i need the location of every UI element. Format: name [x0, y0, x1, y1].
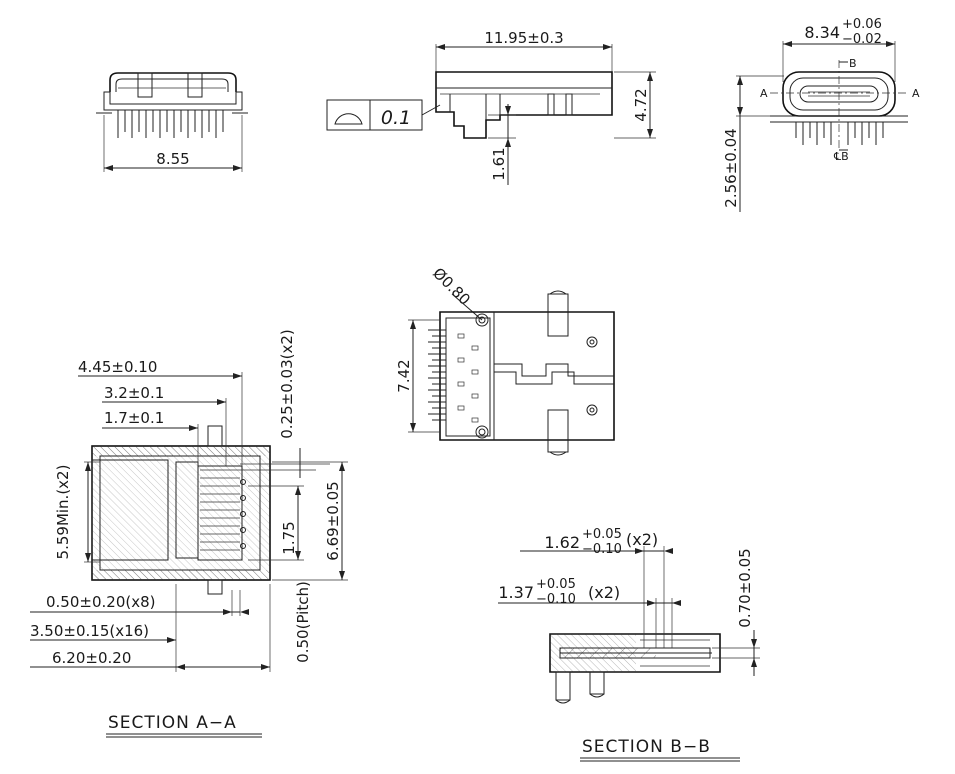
dim-4-45: 4.45±0.10 [78, 358, 157, 376]
flatness-tolerance-frame: 0.1 [326, 99, 441, 131]
dim-5-59: 5.59Min.(x2) [54, 465, 72, 560]
dim-3-50: 3.50±0.15(x16) [30, 622, 149, 640]
flatness-value: 0.1 [381, 107, 411, 129]
dim-1-62-lower: −0.10 [582, 542, 622, 557]
height-dimension-front: 2.56±0.04 [722, 128, 740, 207]
dim-0-25: 0.25±0.03(x2) [278, 329, 296, 439]
section-a-a: 4.45±0.10 3.2±0.1 1.7±0.1 5.59Min.(x2) 0… [30, 329, 348, 738]
dim-0-70: 0.70±0.05 [736, 548, 754, 627]
dim-6-20: 6.20±0.20 [52, 649, 131, 667]
section-a-title: SECTION A−A [108, 713, 237, 733]
pitch-span-dimension: 7.42 [395, 359, 413, 392]
dim-1-37-main: 1.37 [498, 583, 534, 602]
standoff-dimension: 1.61 [490, 147, 508, 180]
hole-diameter: Ø0.80 [429, 264, 474, 309]
dim-6-69: 6.69±0.05 [324, 481, 342, 560]
dim-3-2: 3.2±0.1 [104, 384, 164, 402]
dim-pitch: 0.50(Pitch) [294, 581, 312, 663]
bottom-view: Ø0.80 [395, 264, 615, 456]
width-tol-lower: −0.02 [842, 32, 882, 47]
label-b-top: B [849, 57, 857, 70]
dim-1-62-main: 1.62 [544, 533, 580, 552]
label-a-right: A [912, 87, 920, 100]
width-tol-upper: +0.06 [842, 17, 882, 32]
dim-1-37-mult: (x2) [588, 583, 620, 602]
length-dimension: 11.95±0.3 [484, 29, 563, 47]
label-b-bottom: ℄B [833, 150, 849, 163]
width-main: 8.34 [804, 23, 840, 42]
width-dimension: 8.55 [156, 150, 189, 168]
section-b-b: 1.62 +0.05 −0.10 (x2) 1.37 +0.05 −0.10 (… [498, 527, 760, 762]
dim-0-50-x8: 0.50±0.20(x8) [46, 593, 156, 611]
side-view: 11.95±0.3 4.72 1.61 0.1 [326, 29, 656, 185]
dim-1-37-upper: +0.05 [536, 577, 576, 592]
front-view: 8.34 +0.06 −0.02 B ℄B A A [722, 17, 920, 212]
height-dimension: 4.72 [632, 88, 650, 121]
dim-1-62-upper: +0.05 [582, 527, 622, 542]
dim-1-75: 1.75 [280, 521, 298, 554]
top-view: 8.55 [96, 72, 248, 172]
label-a-left: A [760, 87, 768, 100]
dim-1-37-lower: −0.10 [536, 592, 576, 607]
dim-1-7: 1.7±0.1 [104, 409, 164, 427]
dim-1-62-mult: (x2) [626, 530, 658, 549]
section-b-title: SECTION B−B [582, 737, 711, 757]
